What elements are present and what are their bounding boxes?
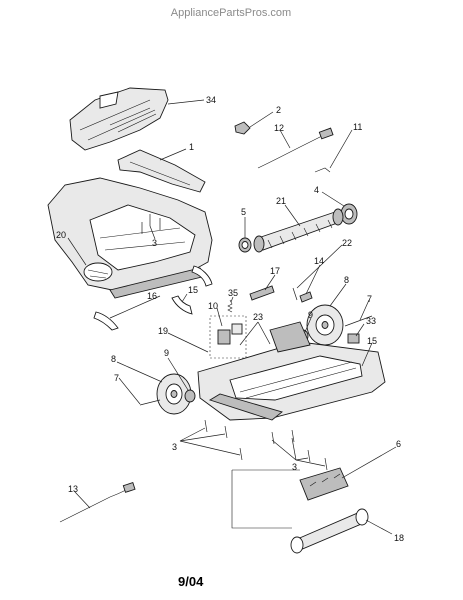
callout-16: 16 — [147, 291, 157, 301]
callout-4: 4 — [314, 185, 319, 195]
callout-5: 5 — [241, 207, 246, 217]
callout-20: 20 — [56, 230, 66, 240]
part-9-left-hub — [184, 389, 196, 403]
callout-11: 11 — [353, 122, 362, 132]
part-7-left-axle — [139, 399, 161, 406]
callout-17: 17 — [270, 266, 280, 276]
callout-3-right: 3 — [292, 462, 297, 472]
callout-2: 2 — [276, 105, 281, 115]
callout-34: 34 — [206, 95, 216, 105]
part-18-agitator-bar — [290, 508, 369, 554]
callout-15-left: 15 — [188, 285, 198, 295]
part-3-screws-lower — [204, 419, 328, 471]
callout-15-right: 15 — [367, 336, 377, 346]
callout-22: 22 — [342, 238, 352, 248]
part-8-left-wheel — [156, 373, 192, 415]
part-10-bracket-group — [209, 315, 247, 359]
part-6-bottom-plate — [299, 467, 349, 501]
callout-7-left: 7 — [114, 373, 119, 383]
callout-12: 12 — [274, 123, 284, 133]
callout-21: 21 — [276, 196, 286, 206]
part-17-spring — [249, 285, 275, 301]
watermark-text: AppliancePartsPros.com — [171, 7, 291, 19]
part-5-bearing — [238, 237, 252, 253]
callout-18: 18 — [394, 533, 404, 543]
assembly-guide-lines — [231, 469, 300, 529]
callout-8-left: 8 — [111, 354, 116, 364]
part-15-left-bumper — [171, 295, 193, 315]
callout-1: 1 — [189, 142, 194, 152]
part-11-wire — [314, 167, 331, 173]
callout-23: 23 — [253, 312, 263, 322]
revision-date: 9/04 — [178, 574, 204, 589]
part-2-cap — [234, 121, 251, 135]
part-4-end-cap — [340, 203, 358, 225]
part-7-right-axle — [344, 315, 373, 327]
part-19-lower-base — [197, 321, 386, 421]
callout-8-right: 8 — [344, 275, 349, 285]
callout-labels: 34 2 12 11 1 4 5 21 3 20 22 17 14 8 15 3… — [56, 95, 404, 543]
callout-19: 19 — [158, 326, 168, 336]
part-21-brushroll — [253, 208, 344, 253]
part-20-main-housing — [47, 177, 213, 299]
part-1-cover — [117, 149, 206, 193]
part-8-right-wheel — [306, 304, 344, 346]
callout-7-right: 7 — [367, 294, 372, 304]
part-3-screws-top — [141, 214, 161, 234]
part-12-cord — [257, 127, 334, 169]
callout-3-left: 3 — [172, 442, 177, 452]
part-22-pin — [292, 287, 298, 301]
callout-6: 6 — [396, 439, 401, 449]
callout-14: 14 — [314, 256, 324, 266]
part-33-block — [347, 333, 360, 344]
callout-9-right: 9 — [308, 310, 313, 320]
leader-lines — [67, 99, 397, 535]
part-16-bumper-strips — [93, 265, 213, 331]
part-13-cord — [59, 482, 136, 523]
callout-10: 10 — [208, 301, 218, 311]
callout-9-left: 9 — [164, 348, 169, 358]
callout-13: 13 — [68, 484, 78, 494]
callout-35: 35 — [228, 288, 238, 298]
part-34-hood — [69, 87, 169, 151]
callout-3-top: 3 — [152, 238, 157, 248]
callout-33: 33 — [366, 316, 376, 326]
part-35-spring — [227, 299, 233, 313]
